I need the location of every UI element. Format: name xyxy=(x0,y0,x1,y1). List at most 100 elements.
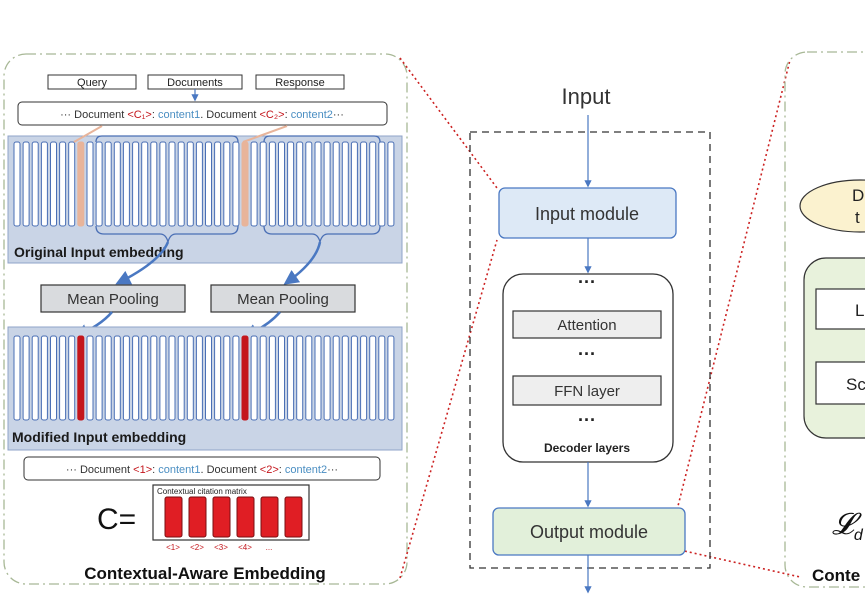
token-bar xyxy=(13,141,21,227)
mean-pooling-right-label: Mean Pooling xyxy=(237,291,329,308)
token-bar xyxy=(50,335,57,421)
token-bar xyxy=(287,335,295,421)
right-ellipse-text-2: t xyxy=(855,208,860,227)
cite1-connector xyxy=(73,125,103,143)
token-bar xyxy=(278,141,285,227)
token-bar xyxy=(223,141,231,227)
token-bar xyxy=(150,335,158,421)
decoder-layers-label: Decoder layers xyxy=(544,441,630,455)
token-bar xyxy=(122,141,130,227)
citation-matrix-title: Contextual citation matrix xyxy=(157,487,247,496)
right-box-1-text: L xyxy=(855,301,864,320)
token-bar xyxy=(305,335,313,421)
token-bar xyxy=(50,141,57,227)
token-bar xyxy=(95,335,103,421)
token-bar xyxy=(141,335,149,421)
token-bar xyxy=(259,141,267,227)
pool-arrow-left xyxy=(115,241,170,285)
right-box-1 xyxy=(815,288,865,330)
token-bar xyxy=(68,335,76,421)
special-token-bar xyxy=(77,335,85,421)
document-sequence-top-text: ··· Document <C₁>: content1. Document <C… xyxy=(60,109,344,121)
token-bar xyxy=(195,141,203,227)
token-bar xyxy=(68,141,76,227)
right-green-container xyxy=(803,257,865,439)
token-bar xyxy=(360,141,368,227)
decoder-dots-top: ··· xyxy=(578,272,596,292)
token-bar xyxy=(22,141,30,227)
query-tab xyxy=(47,74,137,90)
right-ellipse-text-1: D xyxy=(852,186,864,205)
token-bar xyxy=(113,335,121,421)
token-bar xyxy=(369,141,377,227)
token-bar xyxy=(332,141,340,227)
left-panel-title: Contextual-Aware Embedding xyxy=(84,564,326,583)
token-bar xyxy=(141,141,149,227)
token-bar xyxy=(40,335,48,421)
token-bar xyxy=(159,335,167,421)
token-bar xyxy=(369,335,377,421)
decoder-layers-box xyxy=(502,273,674,463)
query-tab-label: Query xyxy=(77,77,107,89)
token-bar xyxy=(268,335,276,421)
token-bar xyxy=(22,335,30,421)
citation-matrix-cell xyxy=(236,496,255,538)
c-equals-label: C= xyxy=(97,503,136,536)
citation-matrix-cell xyxy=(188,496,207,538)
modified-embedding-label: Modified Input embedding xyxy=(12,429,186,445)
token-bar xyxy=(168,335,176,421)
citation-matrix-tick: ... xyxy=(266,543,273,552)
token-bar xyxy=(287,141,295,227)
token-bar xyxy=(95,141,103,227)
citation-matrix-cell xyxy=(164,496,183,538)
token-bar xyxy=(195,335,203,421)
token-bar xyxy=(186,141,194,227)
cite2-connector xyxy=(242,125,288,143)
token-bar xyxy=(387,141,395,227)
input-module-label: Input module xyxy=(535,204,639,224)
zoom-line-bottom xyxy=(399,239,498,579)
special-token-bar xyxy=(241,335,249,421)
middle-dashed-frame xyxy=(469,131,711,569)
token-bar xyxy=(305,141,313,227)
citation-matrix-cells xyxy=(164,496,303,538)
token-bar xyxy=(250,141,258,227)
token-bar xyxy=(350,335,358,421)
response-tab xyxy=(255,74,345,90)
token-bar xyxy=(122,335,130,421)
token-bar xyxy=(177,141,185,227)
token-bar xyxy=(177,335,185,421)
token-bar xyxy=(259,335,267,421)
token-bar xyxy=(323,141,331,227)
token-bar xyxy=(341,141,349,227)
token-bar xyxy=(296,335,304,421)
token-bar xyxy=(113,141,121,227)
pool-arrow-right xyxy=(283,241,322,285)
right-panel-title: Conte xyxy=(812,566,860,585)
citation-matrix-tick: <3> xyxy=(214,543,228,552)
token-bar xyxy=(159,141,167,227)
token-bar xyxy=(132,141,140,227)
token-bar xyxy=(214,141,222,227)
token-bar xyxy=(378,141,386,227)
mean-pooling-left-box xyxy=(40,284,186,313)
token-bar xyxy=(168,141,176,227)
attention-box xyxy=(512,310,662,339)
token-bar xyxy=(250,335,258,421)
output-module-box xyxy=(492,507,686,556)
token-bar xyxy=(332,335,340,421)
original-embedding-bars xyxy=(13,141,395,227)
token-bar xyxy=(223,335,231,421)
citation-matrix-tick: <4> xyxy=(238,543,252,552)
right-box-2-text: Sc xyxy=(846,375,865,394)
token-bar xyxy=(205,335,212,421)
special-token-bar xyxy=(77,141,85,227)
document-sequence-top xyxy=(17,101,388,126)
token-bar xyxy=(186,335,194,421)
token-bar xyxy=(40,141,48,227)
response-tab-label: Response xyxy=(275,77,325,89)
document-sequence-bottom xyxy=(23,456,381,481)
token-bar xyxy=(214,335,222,421)
token-bar xyxy=(378,335,386,421)
token-bar xyxy=(59,141,67,227)
